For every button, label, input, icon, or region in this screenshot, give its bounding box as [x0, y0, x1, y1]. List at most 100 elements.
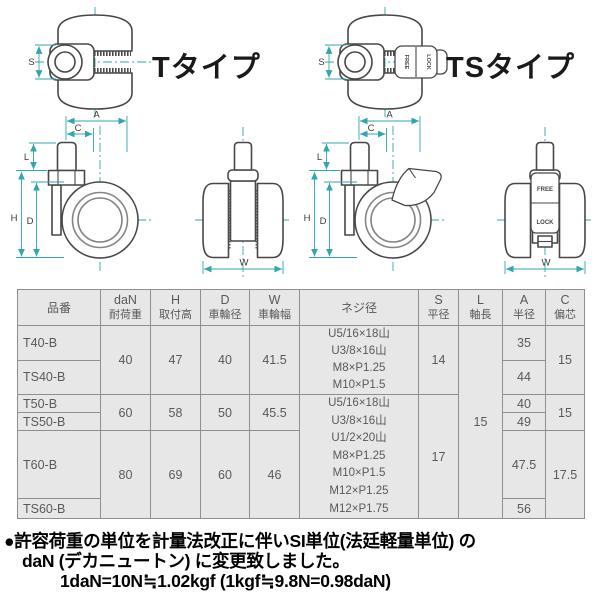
left-wheel	[202, 182, 230, 259]
t-type-side-view: W	[195, 127, 291, 277]
table-row: T40-B 40 47 40 41.5 U5/16×18山 U3/8×16山 M…	[17, 324, 585, 520]
mounting-nut	[47, 169, 86, 186]
s-group1: 14	[418, 325, 459, 395]
a-t50b: 40	[502, 394, 546, 413]
mounting-nut	[340, 169, 379, 186]
d-group3: 60	[200, 429, 250, 520]
a-ts50b: 49	[502, 412, 546, 431]
part-no-ts40b: TS40-B	[17, 359, 101, 395]
dan-group1: 40	[100, 325, 151, 395]
fork-leg	[51, 184, 62, 236]
brake-free-label: FREE	[537, 187, 553, 193]
d-group1: 40	[200, 325, 250, 395]
dim-label-l: L	[24, 152, 29, 163]
brake-free-label: FREE	[403, 55, 409, 70]
dim-label-w: W	[240, 258, 249, 269]
a-ts60b: 56	[502, 498, 546, 520]
w-group1: 41.5	[249, 325, 300, 395]
brake-lock-label: LOCK	[537, 220, 555, 226]
dim-label-s: S	[318, 57, 324, 68]
h-group1: 47	[150, 325, 201, 395]
t-type-front-view: A C L H D	[11, 110, 152, 274]
table-row: TS40-B 44	[17, 359, 585, 395]
w-group3: 46	[249, 429, 300, 520]
col-header-neji: ネジ径	[299, 289, 419, 326]
threaded-stem	[349, 141, 370, 172]
dan-group2: 60	[100, 394, 151, 431]
dim-label-a: A	[386, 110, 393, 121]
dim-label-s: S	[28, 57, 34, 68]
threaded-stem	[535, 141, 555, 171]
part-no-ts50b: TS50-B	[17, 412, 101, 431]
note-line-2: daN (デカニュートン) に変更致しました。	[22, 551, 350, 571]
ts-type-title: TSタイプ	[446, 52, 576, 84]
table-row: T50-B 60 58 50 45.5 U5/16×18山 U3/8×16山 U…	[17, 393, 585, 520]
right-wheel	[256, 182, 284, 259]
threaded-stem	[233, 141, 253, 171]
dim-label-l: L	[317, 152, 322, 163]
wheel-top-half	[347, 14, 423, 52]
l-all: 15	[458, 324, 503, 520]
c-group2: 15	[545, 394, 585, 431]
table-row: TS60-B 56	[17, 498, 585, 520]
c-group1: 15	[545, 325, 585, 395]
table-row: T60-B 80 69 60 46 47.5 17.5	[17, 429, 585, 520]
a-ts40b: 44	[502, 359, 546, 395]
threaded-stem	[56, 141, 77, 172]
a-t60b: 47.5	[502, 429, 546, 500]
ts-type-side-view: FREE LOCK W	[497, 127, 593, 277]
dim-label-d: D	[27, 216, 34, 227]
h-group2: 58	[150, 394, 201, 431]
dim-label-h: H	[11, 213, 18, 224]
ts-type-front-view: A C L H D	[304, 110, 445, 274]
note-line-1: ●許容荷重の単位を計量法改正に伴いSI単位(法廷軽量単位) の	[4, 531, 476, 551]
wheel-bottom-half	[57, 72, 133, 110]
part-no-t60b: T60-B	[17, 429, 101, 500]
part-no-t40b: T40-B	[17, 325, 101, 361]
dan-group3: 80	[100, 429, 151, 520]
t-type-top-view: S	[28, 7, 152, 117]
center-housing	[229, 180, 257, 242]
dim-label-a: A	[93, 110, 100, 121]
col-header-part-no: 品番	[17, 289, 101, 326]
h-group3: 69	[150, 429, 201, 520]
washer	[227, 169, 259, 182]
neji-group1: U5/16×18山 U3/8×16山 M8×P1.25 M10×P1.5	[299, 325, 419, 395]
note-line-3: 1daN=10N≒1.02kgf (1kgf≒9.8N=0.98daN)	[60, 571, 391, 591]
dim-label-c: C	[75, 123, 82, 134]
s-group2: 17	[418, 393, 459, 520]
dim-label-w: W	[542, 258, 551, 269]
dim-label-h: H	[304, 213, 311, 224]
dim-label-c: C	[368, 123, 375, 134]
stem-boss-inner	[54, 51, 76, 73]
a-t40b: 35	[502, 325, 546, 361]
stem-boss-inner	[344, 51, 366, 73]
wheel	[61, 181, 139, 259]
dim-label-d: D	[320, 216, 327, 227]
w-group2: 45.5	[249, 394, 300, 431]
left-wheel	[504, 182, 532, 259]
neji-group2: U5/16×18山 U3/8×16山 U1/2×20山 M8×P1.25 M10…	[299, 393, 419, 520]
ts-type-top-view: FREE LOCK S	[318, 7, 448, 117]
c-group3: 17.5	[545, 429, 585, 520]
technical-drawing: S FREE LOCK S	[11, 7, 593, 277]
brake-lever	[391, 167, 442, 207]
fork-leg	[344, 184, 355, 236]
part-no-ts60b: TS60-B	[17, 498, 101, 520]
d-group2: 50	[200, 394, 250, 431]
table-row: TS50-B 49	[17, 412, 585, 431]
brake-lock-label: LOCK	[425, 54, 431, 70]
unit-note: ●許容荷重の単位を計量法改正に伴いSI単位(法廷軽量単位) の daN (デカニ…	[4, 531, 598, 591]
t-type-title: Tタイプ	[152, 52, 261, 84]
